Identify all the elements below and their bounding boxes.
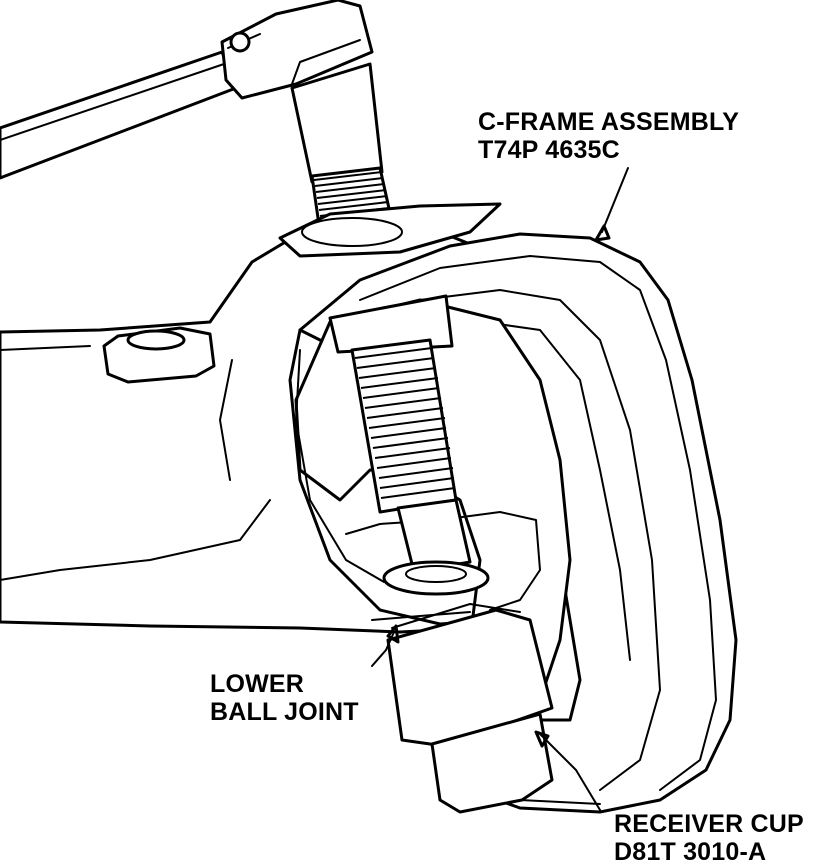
ratchet-handle (0, 50, 238, 180)
receiver-cup-label: RECEIVER CUP D81T 3010-A (614, 810, 804, 866)
ball-joint-arrow (386, 624, 400, 644)
forcing-screw-upper (290, 62, 394, 234)
receiver-cup-label-line1: RECEIVER CUP (614, 810, 804, 838)
c-frame-label-line1: C-FRAME ASSEMBLY (478, 108, 740, 136)
c-frame-arrow (594, 224, 611, 242)
top-adapter-plate (278, 202, 502, 258)
ball-joint-label-line1: LOWER (210, 670, 305, 698)
leader-lines (371, 167, 629, 811)
ratchet-head (220, 0, 374, 100)
c-frame-label: C-FRAME ASSEMBLY T74P 4635C (478, 108, 739, 164)
receiver-arrow (534, 730, 550, 748)
lower-control-arm (0, 224, 502, 634)
ball-joint-label-line2: BALL JOINT (210, 698, 359, 726)
receiver-cup-label-line2: D81T 3010-A (614, 838, 767, 866)
forcing-screw (328, 294, 490, 596)
c-frame-leader (601, 167, 629, 233)
receiver-cup (371, 603, 554, 814)
c-frame-label-line2: T74P 4635C (478, 136, 620, 164)
arm-bolt (102, 326, 216, 384)
lower-threads (354, 347, 456, 499)
ball-joint-label: LOWER BALL JOINT (210, 670, 359, 726)
receiver-leader (539, 733, 601, 811)
